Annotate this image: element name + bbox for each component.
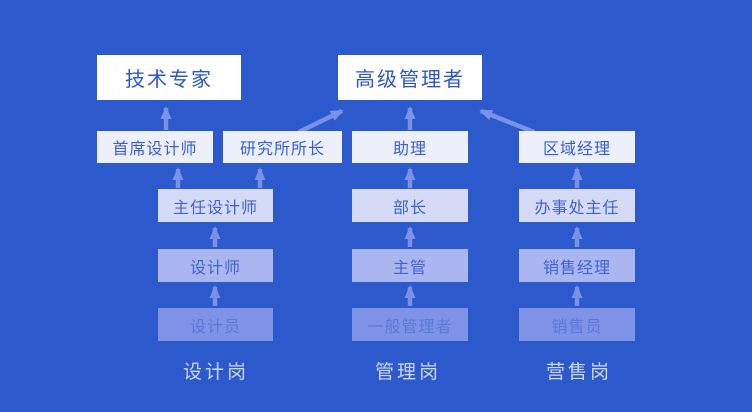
arrow-regional-manager-to-senior-manager: [479, 108, 535, 135]
column-label-design: 设计岗: [182, 362, 249, 383]
node-lead-designer: 主任设计师: [158, 189, 273, 222]
node-assistant: 助理: [352, 131, 468, 163]
column-label-management: 管理岗: [374, 362, 441, 383]
node-regional-manager: 区域经理: [519, 131, 635, 163]
node-sales-manager: 销售经理: [519, 249, 635, 282]
column-label-sales: 营售岗: [545, 362, 612, 383]
node-salesperson: 销售员: [519, 308, 635, 341]
node-tech-expert: 技术专家: [97, 55, 241, 100]
node-chief-designer: 首席设计师: [97, 131, 213, 163]
node-office-director: 办事处主任: [519, 189, 635, 222]
node-supervisor: 主管: [352, 249, 468, 282]
node-minister: 部长: [352, 189, 468, 222]
node-senior-manager: 高级管理者: [338, 55, 482, 100]
node-general-manager: 一般管理者: [352, 308, 468, 341]
node-institute-director: 研究所所长: [223, 131, 342, 163]
arrow-institute-director-to-senior-manager: [298, 108, 344, 135]
node-designer: 设计师: [158, 249, 273, 282]
node-junior-designer: 设计员: [158, 308, 273, 341]
